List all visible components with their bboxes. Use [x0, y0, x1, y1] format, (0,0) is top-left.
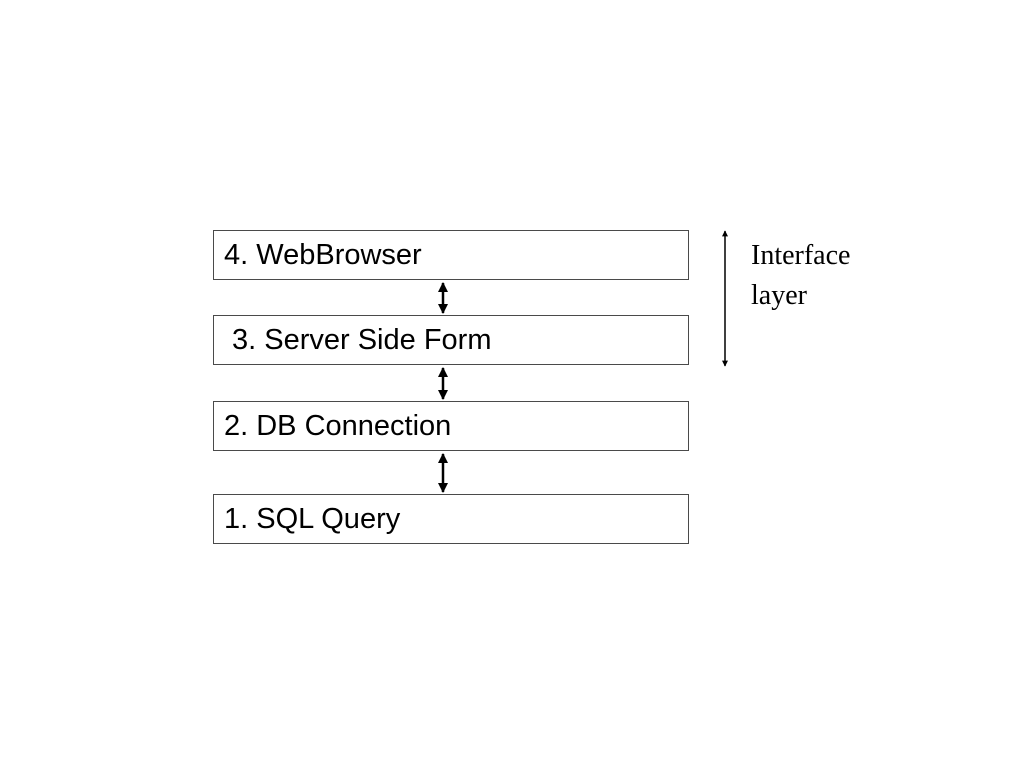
layer-box-sql-query: 1. SQL Query [213, 494, 689, 544]
interface-label-line2: layer [751, 280, 807, 311]
interface-layer-label: Interface layer [751, 236, 850, 316]
layer-box-db-connection: 2. DB Connection [213, 401, 689, 451]
layer-label-webbrowser: 4. WebBrowser [224, 238, 422, 271]
layer-box-webbrowser: 4. WebBrowser [213, 230, 689, 280]
layer-label-sql-query: 1. SQL Query [224, 502, 401, 535]
layer-box-server-side-form: 3. Server Side Form [213, 315, 689, 365]
interface-label-line1: Interface [751, 240, 851, 271]
layer-label-server-side-form: 3. Server Side Form [232, 323, 492, 356]
layer-label-db-connection: 2. DB Connection [224, 409, 452, 442]
